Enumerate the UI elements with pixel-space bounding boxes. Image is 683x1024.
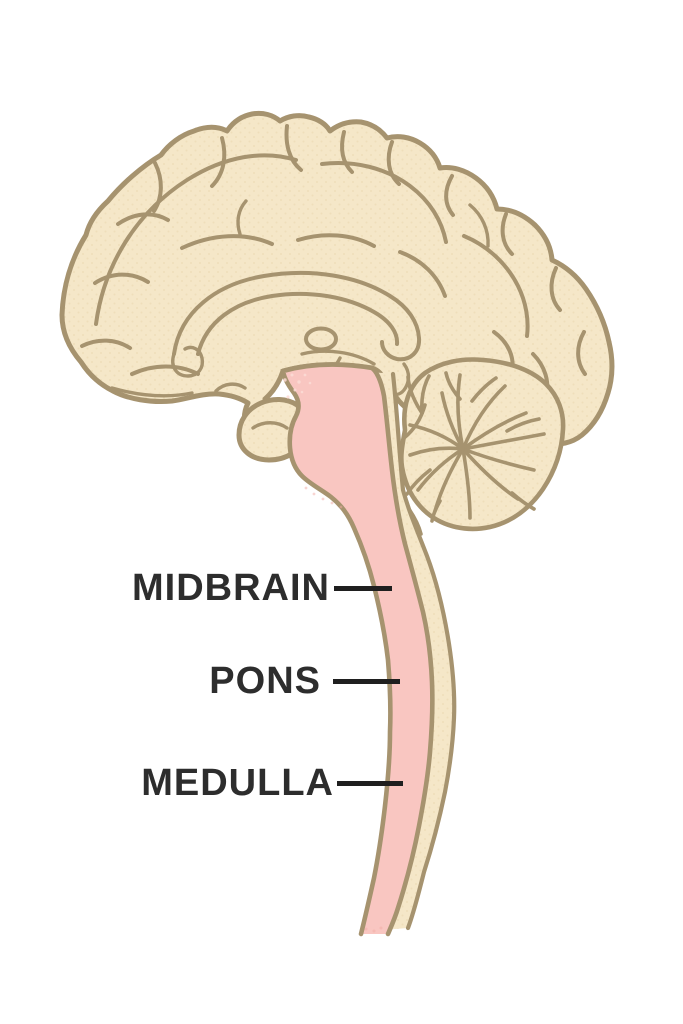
label-pons: PONS [209, 660, 321, 702]
interthalamic-adhesion [304, 326, 338, 352]
brainstem [280, 362, 435, 937]
medulla-leader-line [337, 781, 403, 786]
band-right-edge [390, 371, 457, 931]
label-medulla: MEDULLA [141, 762, 334, 804]
brainstem-stipple-dots [283, 373, 383, 933]
midbrain-leader-line [334, 586, 392, 591]
arbor-vitae-branches [402, 371, 546, 523]
label-midbrain: MIDBRAIN [132, 567, 330, 609]
brainstem-outline [280, 362, 435, 937]
cerebellum [399, 357, 566, 536]
cerebellar-tonsil-line [407, 507, 423, 536]
corpus-callosum [171, 270, 422, 378]
optic-chiasm-line [214, 382, 247, 393]
pons-leader-line [333, 679, 400, 684]
